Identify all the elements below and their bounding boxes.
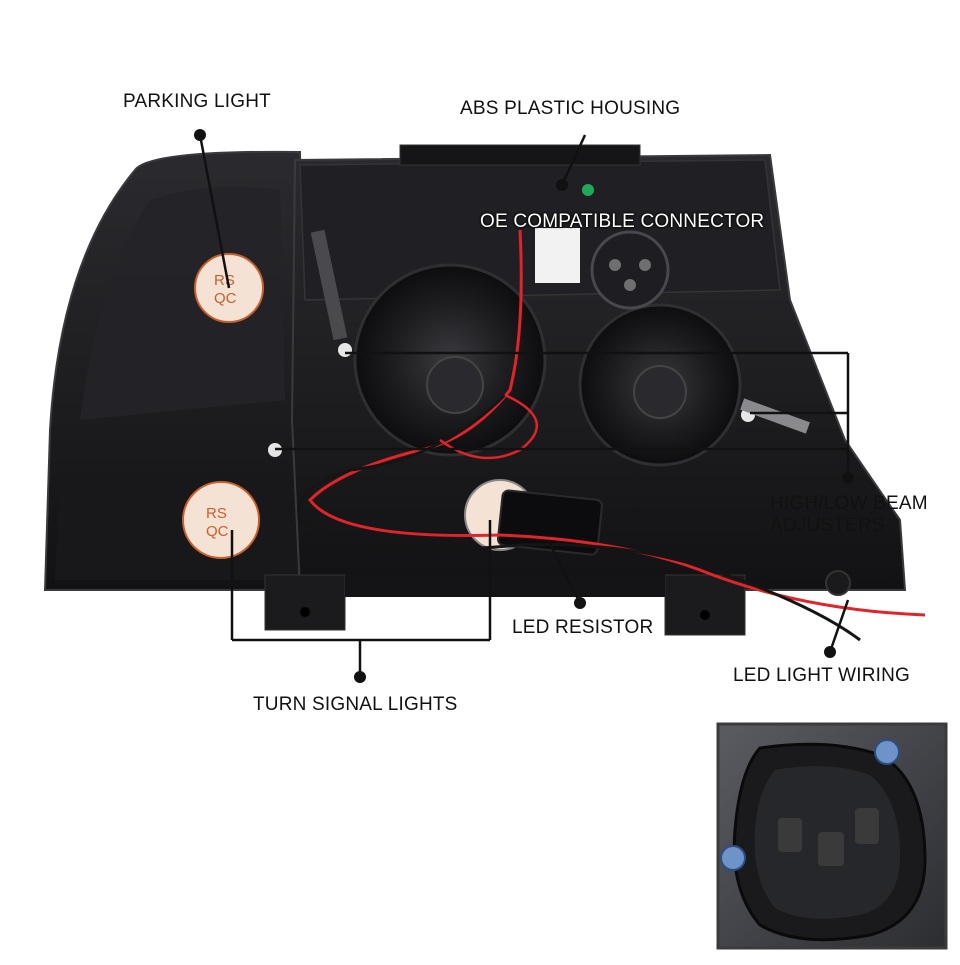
inset-screw — [720, 845, 746, 871]
callout-dots — [194, 129, 854, 683]
stamp-text: QC — [206, 523, 229, 540]
callout-dot — [824, 646, 836, 658]
wire-plug — [825, 570, 851, 596]
label-abs-housing: ABS PLASTIC HOUSING — [460, 98, 681, 119]
inset-pin — [818, 832, 844, 866]
inset-pin — [778, 818, 802, 852]
callout-dot — [556, 179, 568, 191]
label-beam-adjusters-line2: ADJUSTERS — [770, 515, 885, 536]
adjuster-screw-right — [740, 398, 810, 434]
adjuster-screw-top — [310, 229, 348, 341]
lower-housing — [55, 470, 300, 580]
label-parking-light: PARKING LIGHT — [123, 91, 271, 112]
black-wire — [297, 393, 861, 642]
inset-pin — [855, 808, 879, 844]
red-wire — [308, 229, 926, 617]
callout-lines — [198, 134, 850, 677]
label-turn-signal: TURN SIGNAL LIGHTS — [253, 694, 458, 715]
led-resistor-block — [496, 489, 603, 556]
inset-screw — [874, 739, 900, 765]
mount-hole — [700, 610, 710, 620]
housing-top-tab — [399, 144, 641, 166]
adjuster-screw-head — [338, 343, 352, 357]
callout-dot — [354, 671, 366, 683]
stamp-text: QC — [214, 290, 237, 307]
label-beam-adjusters-line1: HIGH/LOW BEAM — [770, 493, 928, 514]
oe-connector — [590, 230, 670, 310]
stamp-text: RS — [206, 505, 227, 522]
low-beam-cap — [426, 356, 484, 414]
callout-dot — [842, 472, 854, 484]
lower-bracket — [345, 575, 665, 597]
parking-light-reflector — [80, 186, 285, 420]
connector-pin — [639, 259, 651, 271]
mount-foot-left — [264, 574, 346, 631]
connector-pin — [624, 279, 636, 291]
mount-hole — [300, 607, 310, 617]
stamp-text: RS — [214, 272, 235, 289]
label-beam-adjusters: HIGH/LOW BEAM ADJUSTERS — [770, 493, 928, 537]
high-beam-cap — [633, 365, 687, 419]
turn-signal-socket-left — [182, 481, 260, 559]
callout-dot — [194, 129, 206, 141]
green-sticker — [582, 184, 594, 196]
label-led-wiring: LED LIGHT WIRING — [733, 665, 911, 686]
connector-pin — [609, 259, 621, 271]
callout-dot — [574, 597, 586, 609]
white-label — [535, 228, 580, 283]
label-oe-connector: OE COMPATIBLE CONNECTOR — [480, 211, 765, 232]
label-led-resistor: LED RESISTOR — [512, 617, 654, 638]
mount-foot-right — [664, 574, 746, 636]
connector-inset — [716, 722, 948, 950]
